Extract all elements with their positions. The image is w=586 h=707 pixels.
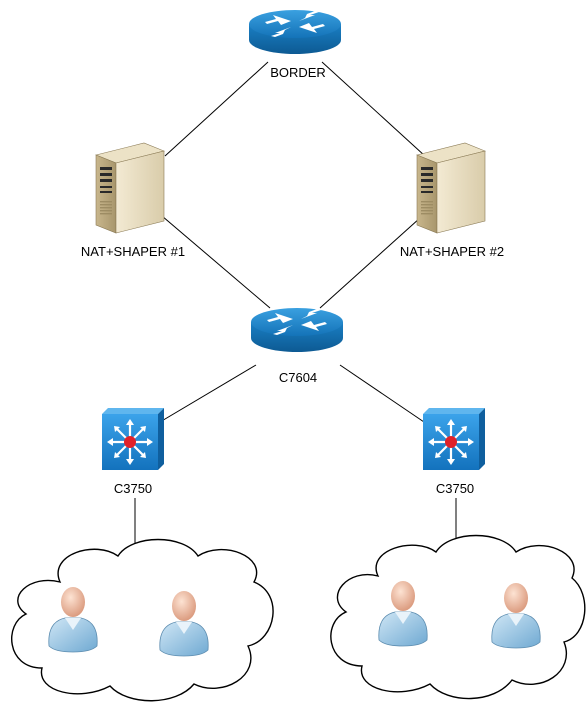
router-icon	[249, 10, 341, 54]
cloud-icon	[330, 534, 586, 700]
nat1-label: NAT+SHAPER #1	[81, 244, 185, 259]
router-icon	[251, 308, 343, 352]
border-label: BORDER	[270, 65, 326, 80]
nat2-label: NAT+SHAPER #2	[400, 244, 504, 259]
switch-right[interactable]: C3750	[421, 406, 487, 496]
switch-left-label: C3750	[114, 481, 152, 496]
nat-shaper-1[interactable]: NAT+SHAPER #1	[81, 142, 185, 259]
nat-shaper-2[interactable]: NAT+SHAPER #2	[400, 142, 504, 259]
layer3-switch-icon	[100, 406, 166, 472]
cloud-left	[11, 538, 274, 702]
cloud-icon	[11, 538, 274, 702]
border-router[interactable]: BORDER	[249, 10, 341, 80]
layer3-switch-icon	[421, 406, 487, 472]
link-lines	[134, 61, 457, 560]
switch-left[interactable]: C3750	[100, 406, 166, 496]
switch-right-label: C3750	[436, 481, 474, 496]
core-label: C7604	[279, 370, 317, 385]
core-router[interactable]: C7604	[251, 308, 343, 385]
cloud-right	[330, 534, 586, 700]
server-icon	[416, 142, 486, 234]
server-icon	[95, 142, 165, 234]
